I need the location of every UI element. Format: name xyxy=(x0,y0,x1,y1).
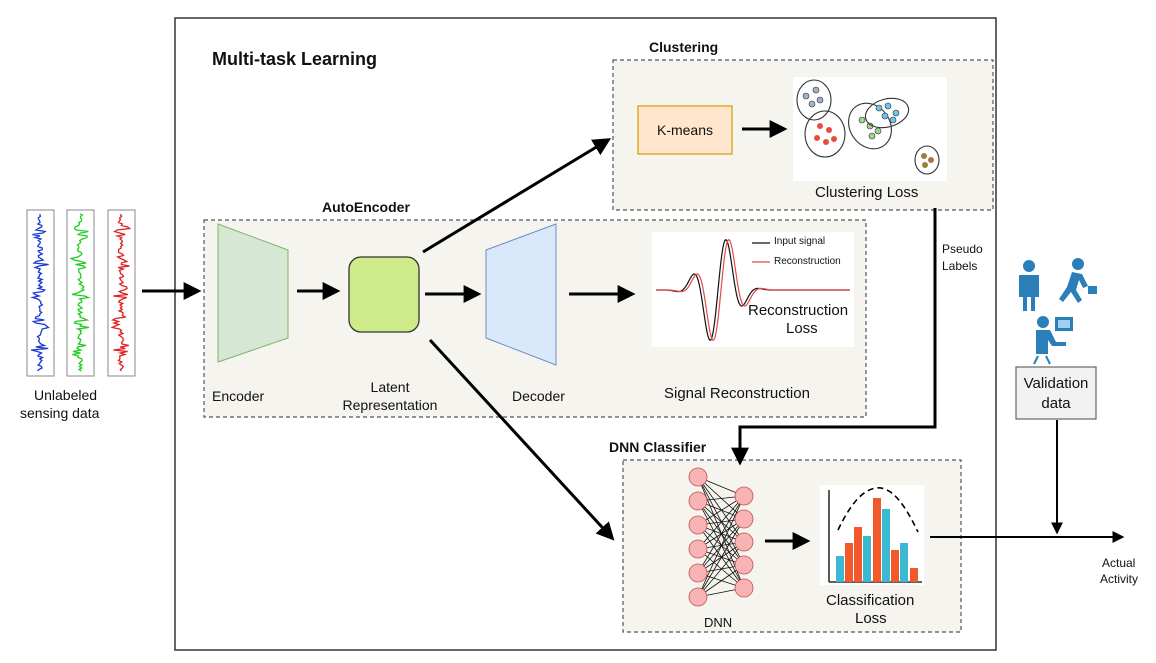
output-label-line1: Actual xyxy=(1102,556,1136,570)
legend-reconstruction: Reconstruction xyxy=(774,256,841,267)
dnn-neuron xyxy=(734,578,754,598)
multitask-title: Multi-task Learning xyxy=(212,49,378,69)
dnn-neuron xyxy=(688,587,708,607)
dnn-network xyxy=(688,467,754,607)
classifier-title: DNN Classifier xyxy=(609,439,707,455)
input-label-line1: Unlabeled xyxy=(34,387,98,403)
dnn-neuron xyxy=(688,539,708,559)
kmeans-label: K-means xyxy=(656,122,714,138)
signal-reconstruction-label: Signal Reconstruction xyxy=(664,385,810,402)
latent-label-line1: Latent xyxy=(370,379,410,395)
dnn-neuron xyxy=(734,486,754,506)
classification-loss-line1: Classification xyxy=(826,592,915,609)
validation-box xyxy=(1015,366,1097,420)
dnn-neuron xyxy=(688,563,708,583)
latent-label-line2: Representation xyxy=(342,397,438,413)
encoder-label: Encoder xyxy=(212,388,265,404)
dnn-neuron xyxy=(688,491,708,511)
clusters-plot xyxy=(793,77,947,181)
flow-arrows xyxy=(142,120,937,550)
classification-histogram xyxy=(820,485,924,585)
pseudo-labels-line2: Labels xyxy=(942,259,978,273)
dnn-neuron xyxy=(734,532,754,552)
decoder-shape xyxy=(485,223,557,366)
walking-person-icon xyxy=(1059,258,1097,303)
person-at-desk-icon xyxy=(1033,316,1073,365)
dnn-neuron xyxy=(734,509,754,529)
dnn-neuron xyxy=(688,515,708,535)
clustering-loss-label: Clustering Loss xyxy=(815,184,919,201)
reconstruction-plot xyxy=(652,232,854,347)
legend-input-signal: Input signal xyxy=(774,236,826,247)
pseudo-labels-line1: Pseudo xyxy=(942,242,983,256)
latent-box xyxy=(348,256,420,333)
validation-line1: Validation xyxy=(1023,375,1089,392)
output-label-line2: Activity xyxy=(1100,572,1139,586)
classification-loss-line2: Loss xyxy=(855,610,887,627)
decoder-label: Decoder xyxy=(512,388,565,404)
kmeans-box xyxy=(637,105,733,155)
sensor-signals xyxy=(26,209,136,377)
standing-person-icon xyxy=(1019,260,1039,311)
reconstruction-loss-line1: Reconstruction xyxy=(748,302,849,319)
autoencoder-title: AutoEncoder xyxy=(322,199,410,215)
clustering-title: Clustering xyxy=(649,39,719,55)
dnn-neuron xyxy=(688,467,708,487)
input-label-line2: sensing data xyxy=(20,405,100,421)
reconstruction-loss-line2: Loss xyxy=(786,320,818,337)
dnn-label: DNN xyxy=(704,615,733,630)
encoder-shape xyxy=(217,223,289,363)
dnn-neuron xyxy=(734,555,754,575)
validation-line2: data xyxy=(1041,395,1071,412)
